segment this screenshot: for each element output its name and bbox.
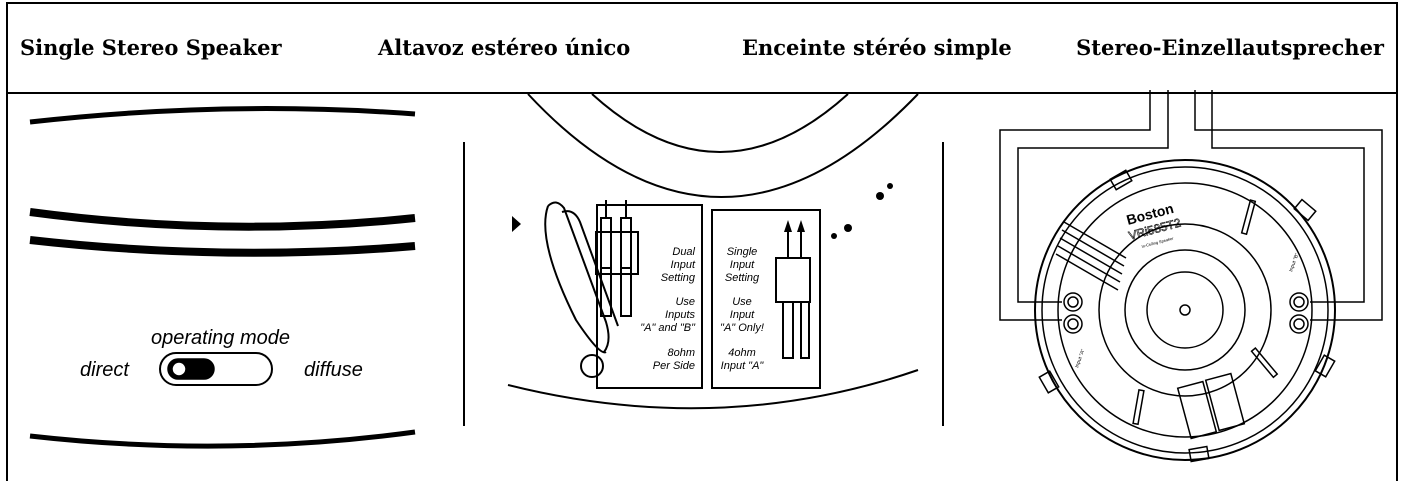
- title-german: Stereo-Einzellautsprecher: [1076, 35, 1384, 60]
- wire-bundle-4: [1063, 221, 1127, 259]
- dual-line-2: Input: [671, 259, 696, 271]
- title-spanish: Altavoz estéreo único: [378, 35, 631, 60]
- dual-input-text: Dual Input Setting Use Inputs "A" and "B…: [640, 246, 696, 372]
- terminal-left-2-inner: [1067, 318, 1079, 330]
- input-b-label: Input "B": [1288, 252, 1300, 272]
- dual-jumper-shroud: [595, 231, 639, 275]
- dual-pin-left-upper: [600, 217, 612, 269]
- jumper-wire-2: [561, 210, 619, 327]
- terminal-left-2: [1063, 314, 1083, 334]
- terminal-left-1-inner: [1067, 296, 1079, 308]
- terminal-right-2-inner: [1293, 318, 1305, 330]
- wire-bundle-2: [1059, 237, 1123, 275]
- terminal-left-1: [1063, 292, 1083, 312]
- clamp-tab-3: [1314, 354, 1336, 378]
- terminal-right-2: [1289, 314, 1309, 334]
- arrow-marker: [512, 216, 521, 232]
- mount-slot-top: [1240, 199, 1257, 236]
- clamp-tab-5: [1188, 445, 1210, 463]
- woofer-surround: [1098, 223, 1272, 397]
- woofer-arc-bottom: [29, 429, 416, 449]
- speaker-ring-2: [1041, 166, 1329, 454]
- indicator-dot-4: [887, 183, 893, 189]
- woofer-arc-top: [29, 106, 416, 125]
- mode-switch-knob-highlight: [171, 361, 187, 377]
- operating-mode-label: operating mode: [151, 327, 290, 349]
- single-line-2: Input: [730, 259, 755, 271]
- panel-operating-mode: [29, 106, 416, 449]
- woofer-arc-middle-1: [29, 208, 416, 231]
- header-bar: Single Stereo Speaker Altavoz estéreo ún…: [8, 4, 1396, 94]
- speaker-ring-3: [1057, 182, 1313, 438]
- single-pin-left: [782, 301, 794, 359]
- single-line-8: Input "A": [721, 360, 765, 372]
- dual-line-3: Setting: [661, 272, 696, 284]
- mini-single-card: [1204, 372, 1246, 432]
- single-line-3: Setting: [725, 272, 760, 284]
- dual-line-8: Per Side: [653, 360, 695, 372]
- speaker-outer-ring: [1034, 159, 1336, 461]
- terminal-right-1: [1289, 292, 1309, 312]
- indicator-dot-3: [876, 192, 884, 200]
- single-line-6: "A" Only!: [720, 322, 764, 334]
- single-jumper-body: [775, 257, 811, 303]
- wire-bundle-1: [1061, 229, 1125, 267]
- single-line-7: 4ohm: [728, 347, 756, 359]
- dual-line-7: 8ohm: [667, 347, 695, 359]
- panel-speaker-wiring: [999, 90, 1383, 463]
- tweeter-inner: [1179, 304, 1191, 316]
- figure-frame: Single Stereo Speaker Altavoz estéreo ún…: [6, 2, 1398, 481]
- dual-line-4: Use: [675, 296, 695, 308]
- mount-slot-bottom: [1132, 389, 1145, 426]
- jumper-wire-3: [544, 205, 607, 354]
- title-french: Enceinte stéréo simple: [742, 35, 1012, 60]
- single-line-5: Input: [730, 309, 755, 321]
- single-line-1: Single: [727, 246, 758, 258]
- mode-switch-track: [159, 352, 273, 386]
- indicator-dot-2: [844, 224, 852, 232]
- tweeter-outer: [1146, 271, 1224, 349]
- mounting-hole: [580, 354, 604, 378]
- wire-right-outer: [1194, 90, 1383, 321]
- terminal-right-1-inner: [1293, 296, 1305, 308]
- clamp-tab-1: [1109, 169, 1133, 191]
- dual-line-5: Inputs: [665, 309, 695, 321]
- wire-left-outer: [999, 90, 1151, 321]
- panel-input-settings: [507, 93, 919, 410]
- wire-left-inner: [1017, 90, 1169, 303]
- dual-pin-right-upper: [620, 217, 632, 269]
- inner-ring-arc: [591, 93, 849, 153]
- mini-dual-card: [1176, 380, 1218, 440]
- lower-ring-arc: [507, 369, 919, 410]
- single-input-card: [711, 209, 821, 389]
- title-english: Single Stereo Speaker: [20, 35, 282, 60]
- woofer-arc-middle-2: [29, 236, 416, 257]
- woofer-cone: [1124, 249, 1246, 371]
- single-input-text: Single Input Setting Use Input "A" Only!…: [720, 246, 764, 372]
- direct-label: direct: [80, 359, 130, 381]
- clamp-tab-4: [1038, 370, 1060, 394]
- single-line-4: Use: [732, 296, 752, 308]
- wire-bundle-5: [1055, 253, 1119, 291]
- mount-slot-right: [1250, 346, 1279, 379]
- indicator-dot-1: [831, 233, 837, 239]
- single-pin-right: [800, 301, 810, 359]
- dual-pin-right-lower: [620, 267, 632, 317]
- wire-right-inner: [1211, 90, 1365, 303]
- dual-pin-left-lower: [600, 267, 612, 317]
- jumper-wire-1: [547, 201, 610, 353]
- input-a-label: Input "A": [1074, 348, 1086, 368]
- dual-line-6: "A" and "B": [640, 322, 696, 334]
- clamp-tab-2: [1293, 198, 1317, 222]
- dual-line-1: Dual: [672, 246, 695, 258]
- outer-ring-arc: [527, 93, 919, 198]
- wire-bundle-3: [1057, 245, 1121, 283]
- diffuse-label: diffuse: [304, 359, 363, 381]
